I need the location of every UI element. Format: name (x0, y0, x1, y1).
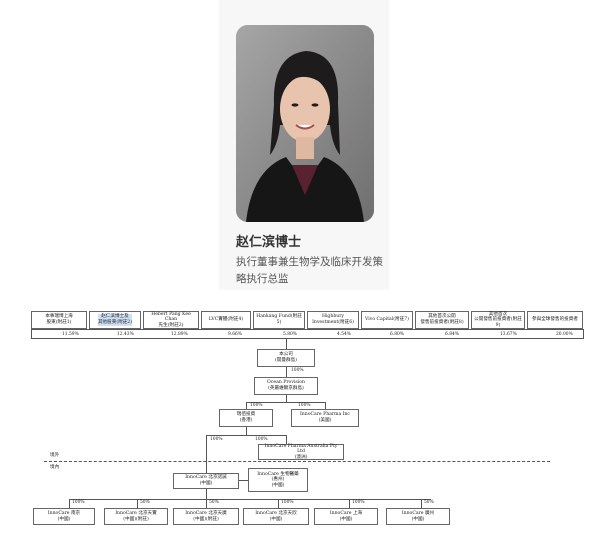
shareholding-pct: 12.89% (171, 332, 188, 337)
shareholding-pct: 12.43% (117, 332, 134, 337)
shareholder-box: LVC實體(附註4) (201, 311, 251, 329)
profile-photo (236, 25, 374, 222)
beijing-entity-box: InnoCare 北京諾誠(中國) (173, 473, 239, 489)
us-entity-box: InnoCare Pharma Inc(美國) (291, 409, 359, 427)
company-pct: 100% (291, 368, 304, 373)
shareholding-pct: 13.67% (500, 332, 517, 337)
subsidiary-pct: 100% (352, 500, 365, 505)
shareholding-pct: 20.00% (556, 332, 573, 337)
subsidiary-pct: 50% (209, 500, 219, 505)
subsidiary-box: InnoCare 北京天欣(中國) (243, 508, 309, 525)
subsidiary-pct: 100% (281, 500, 294, 505)
shareholder-box: Highbury Investment(附註6) (307, 311, 359, 329)
ocean-provision-box: Ocean Provision(英屬維爾京群島) (254, 377, 318, 395)
shareholding-pct: 11.59% (62, 332, 79, 337)
subsidiary-pct: 100% (72, 500, 85, 505)
shareholder-box: Vivo Capital(附註7) (361, 311, 413, 329)
shareholder-box: 赵仁滨博士及其他股東(附註2) (89, 311, 141, 329)
subsidiary-box: InnoCare 上海(中國) (314, 508, 378, 525)
shareholder-box: Hankang Fund(附註5) (253, 311, 305, 329)
subsidiary-box: InnoCare 南京(中國) (33, 508, 95, 525)
subsidiary-box: InnoCare 北京天實(中國)(附註) (104, 508, 168, 525)
offshore-label: 境外 (50, 453, 60, 458)
company-box: 本公司(開曼群島) (257, 349, 315, 367)
shareholding-pct: 6.80% (390, 332, 404, 337)
profile-name: 赵仁滨博士 (236, 235, 302, 250)
subsidiary-box: InnoCare 廣州(中國) (386, 508, 450, 525)
subsidiary-pct: 50% (140, 500, 150, 505)
hk-sub-pct: 100% (255, 437, 268, 442)
hk-entity-box: 瑞佰投資(香港) (219, 409, 273, 427)
australia-entity-box: InnoCare Pharma Australia Pty Ltd(澳洲) (258, 444, 344, 460)
shareholding-pct: 4.54% (337, 332, 351, 337)
subsidiary-pct: 50% (424, 500, 434, 505)
shareholding-pct: 6.84% (445, 332, 459, 337)
shareholder-box: 參與全球發售的投資者 (527, 311, 583, 329)
profile-role: 执行董事兼生物学及临床开发策略执行总监 (236, 256, 383, 285)
level3-pct: 100% (298, 403, 311, 408)
shareholder-box: 本事瑞博上海股東(附註1) (31, 311, 87, 329)
onshore-label: 境內 (50, 465, 60, 470)
shareholding-pct: 9.66% (228, 332, 242, 337)
level3-pct: 100% (250, 403, 263, 408)
shareholder-box: 其他首次公開發售前投資者(附註9) (471, 311, 525, 329)
hk-sub-pct: 100% (210, 437, 223, 442)
huizhou-entity-box: InnoCare 生物醫藥(惠州)(中國) (248, 468, 308, 492)
subsidiary-box: InnoCare 北京天廣(中國)(附註) (173, 508, 239, 525)
border-divider (44, 461, 550, 462)
shareholding-pct: 5.80% (283, 332, 297, 337)
shareholder-box: 其他首次公開發售前投資者(附註8) (415, 311, 469, 329)
